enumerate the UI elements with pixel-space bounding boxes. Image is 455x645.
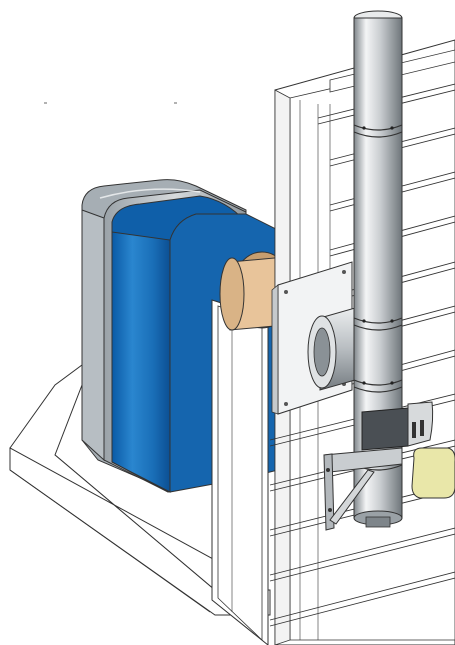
wall-band-clamp: [361, 401, 434, 451]
tee-connector: [307, 305, 363, 391]
wall-support-bracket: [323, 447, 403, 531]
insulation-pad: [411, 447, 455, 499]
interior-wall-panel: [211, 299, 269, 645]
